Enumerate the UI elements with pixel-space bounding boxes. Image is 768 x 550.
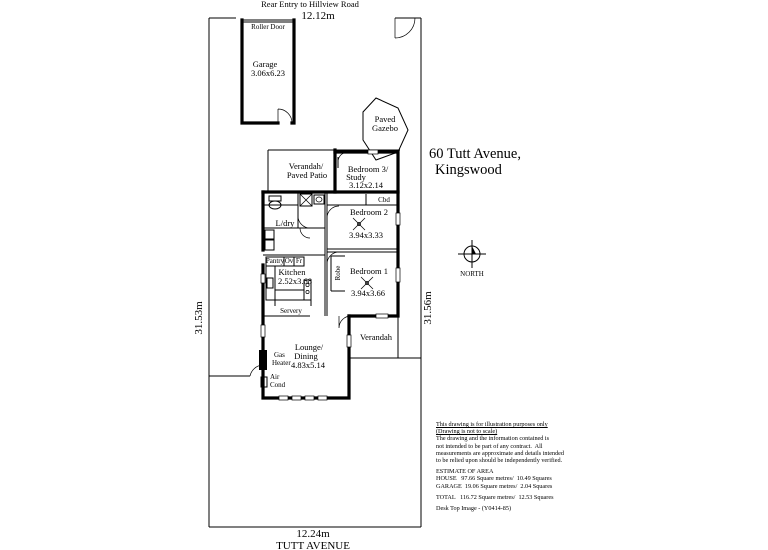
- verandah-patio-label-1: Verandah/: [289, 161, 324, 171]
- image-credit: Desk Top Image - (Y0414-85): [436, 505, 512, 513]
- bathroom-fixtures: [264, 193, 325, 251]
- estimate-total: TOTAL 116.72 Square metres/ 12.53 Square…: [436, 493, 554, 501]
- note-line-5: measurements are approximate and details…: [436, 449, 564, 457]
- estimate-house: HOUSE 97.66 Square metres/ 10.49 Squares: [436, 475, 552, 483]
- gas-heater-label-2: Heater: [272, 359, 291, 367]
- note-not-to-scale: (Drawing is not to scale): [436, 428, 498, 436]
- bottom-width-dimension: 12.24m: [296, 528, 330, 540]
- note-line-4: not intended to be part of any contract.…: [436, 442, 543, 450]
- top-width-dimension: 12.12m: [301, 10, 335, 22]
- fridge-label: Fr: [296, 257, 303, 265]
- garage-name: Garage: [253, 59, 278, 69]
- gazebo-outline: [362, 97, 409, 161]
- street-name-label: TUTT AVENUE: [276, 540, 350, 550]
- note-line-6: to be relied upon should be independentl…: [436, 457, 563, 465]
- left-depth-dimension: 31.53m: [193, 301, 205, 335]
- verandah-label: Verandah: [360, 332, 393, 342]
- house-internal-walls: [263, 192, 398, 329]
- cupboard-label: Cbd: [378, 196, 390, 204]
- servery-label: Servery: [280, 307, 302, 315]
- disclaimer-notes: This drawing is for illustration purpose…: [436, 421, 606, 512]
- lounge-label-2: Dining: [294, 351, 318, 361]
- right-depth-dimension: 31.56m: [422, 291, 434, 325]
- estimate-title: ESTIMATE OF AREA: [436, 468, 494, 476]
- lounge-size: 4.83x5.14: [291, 360, 326, 370]
- gazebo-label-line-2: Gazebo: [372, 123, 398, 133]
- roller-door-label: Roller Door: [251, 23, 285, 31]
- north-arrow-icon: [458, 240, 486, 268]
- garage-size: 3.06x6.23: [251, 68, 285, 78]
- bedroom-2-label: Bedroom 2: [350, 207, 388, 217]
- windows: [260, 149, 401, 401]
- verandah-patio-label-2: Paved Patio: [287, 170, 327, 180]
- lounge-label-1: Lounge/: [295, 342, 324, 352]
- note-illustration-only: This drawing is for illustration purpose…: [436, 421, 548, 428]
- oven-label: Ov: [285, 257, 294, 265]
- estimate-garage: GARAGE 19.06 Square metres/ 2.04 Squares: [436, 482, 553, 490]
- garage: [240, 18, 296, 125]
- bedroom-1-size: 3.94x3.66: [351, 288, 385, 298]
- gazebo-label-line-1: Paved: [375, 114, 397, 124]
- pantry-label: Pantry: [266, 257, 285, 265]
- north-label: NORTH: [460, 270, 484, 278]
- bedroom-3-size: 3.12x2.14: [349, 180, 384, 190]
- ceiling-fan-icon: [360, 276, 374, 290]
- bedroom-1-label: Bedroom 1: [350, 266, 388, 276]
- address-line-1: 60 Tutt Avenue,: [429, 146, 521, 162]
- bedroom-3-label-2: Study: [346, 172, 367, 182]
- gas-heater-label-1: Gas: [274, 351, 285, 359]
- kitchen-size: 2.52x3.68: [278, 276, 312, 286]
- rear-entry-label: Rear Entry to Hillview Road: [261, 0, 359, 9]
- kitchen-fixtures: [265, 256, 312, 306]
- bedroom-3-label-1: Bedroom 3/: [348, 164, 389, 174]
- kitchen-label: Kitchen: [279, 267, 307, 277]
- address-line-2: Kingswood: [435, 162, 503, 178]
- note-line-3: The drawing and the information containe…: [436, 435, 550, 443]
- bedroom-2-size: 3.94x3.33: [349, 230, 383, 240]
- air-cond-label-2: Cond: [270, 381, 286, 389]
- front-verandah: [349, 316, 399, 359]
- lounge-fixtures: [259, 350, 268, 388]
- air-cond-label-1: Air: [270, 373, 280, 381]
- laundry-label: L/dry: [276, 218, 296, 228]
- robe-label: Robe: [334, 266, 342, 281]
- ceiling-fan-icon: [352, 217, 366, 231]
